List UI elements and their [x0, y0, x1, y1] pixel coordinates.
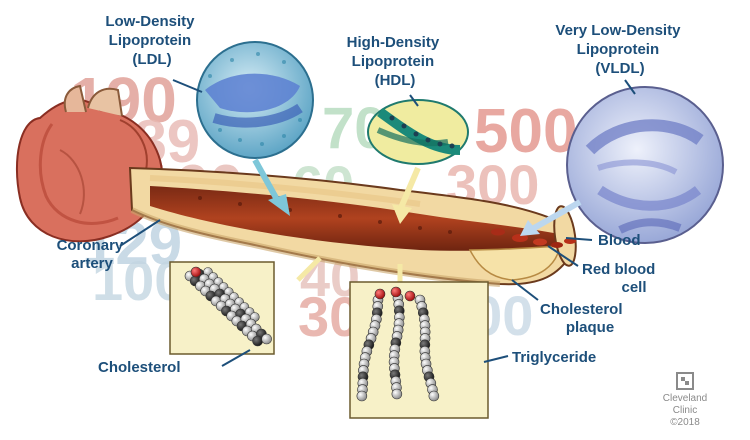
labels: Low-Density Lipoprotein (LDL) High-Densi… — [57, 13, 684, 376]
artery-lumen — [150, 186, 570, 251]
cholesterol-label: Cholesterol — [98, 359, 181, 376]
vldl-particle — [566, 86, 724, 244]
coronary-artery-label: Coronary artery — [57, 237, 128, 272]
svg-text:Clinic: Clinic — [673, 405, 697, 416]
ldl-label: Low-Density Lipoprotein (LDL) — [105, 13, 198, 68]
cholesterol-molecule-box — [169, 261, 275, 355]
atom — [374, 288, 386, 300]
atom — [252, 335, 263, 347]
blood-label: Blood — [598, 232, 641, 249]
cleveland-clinic-logo: Cleveland Clinic ©2018 — [663, 372, 707, 428]
hdl-label: High-Density Lipoprotein (HDL) — [347, 34, 444, 89]
cholesterol-plaque-label: Cholesterol plaque — [540, 301, 627, 336]
cholesterol-plaque — [468, 245, 561, 281]
svg-text:Cleveland: Cleveland — [663, 393, 707, 404]
atom — [356, 390, 368, 402]
vldl-label: Very Low-Density Lipoprotein (VLDL) — [555, 22, 684, 77]
red-blood-cells — [491, 228, 576, 248]
heart — [16, 84, 163, 243]
red-blood-cell-label: Red blood cell — [582, 261, 660, 296]
triglyceride-label: Triglyceride — [512, 349, 596, 366]
label-pointers — [119, 79, 636, 367]
coronary-artery — [128, 166, 577, 287]
atom — [390, 286, 402, 298]
atom — [190, 266, 202, 278]
triglyceride-molecule-box — [349, 281, 489, 419]
bg-number-500: 500 — [474, 97, 577, 166]
svg-text:©2018: ©2018 — [670, 417, 700, 428]
atom — [261, 333, 272, 345]
atom — [428, 390, 440, 402]
atom — [404, 290, 416, 302]
atom — [391, 388, 403, 400]
hdl-particle — [367, 99, 469, 165]
ldl-particle — [196, 41, 314, 159]
